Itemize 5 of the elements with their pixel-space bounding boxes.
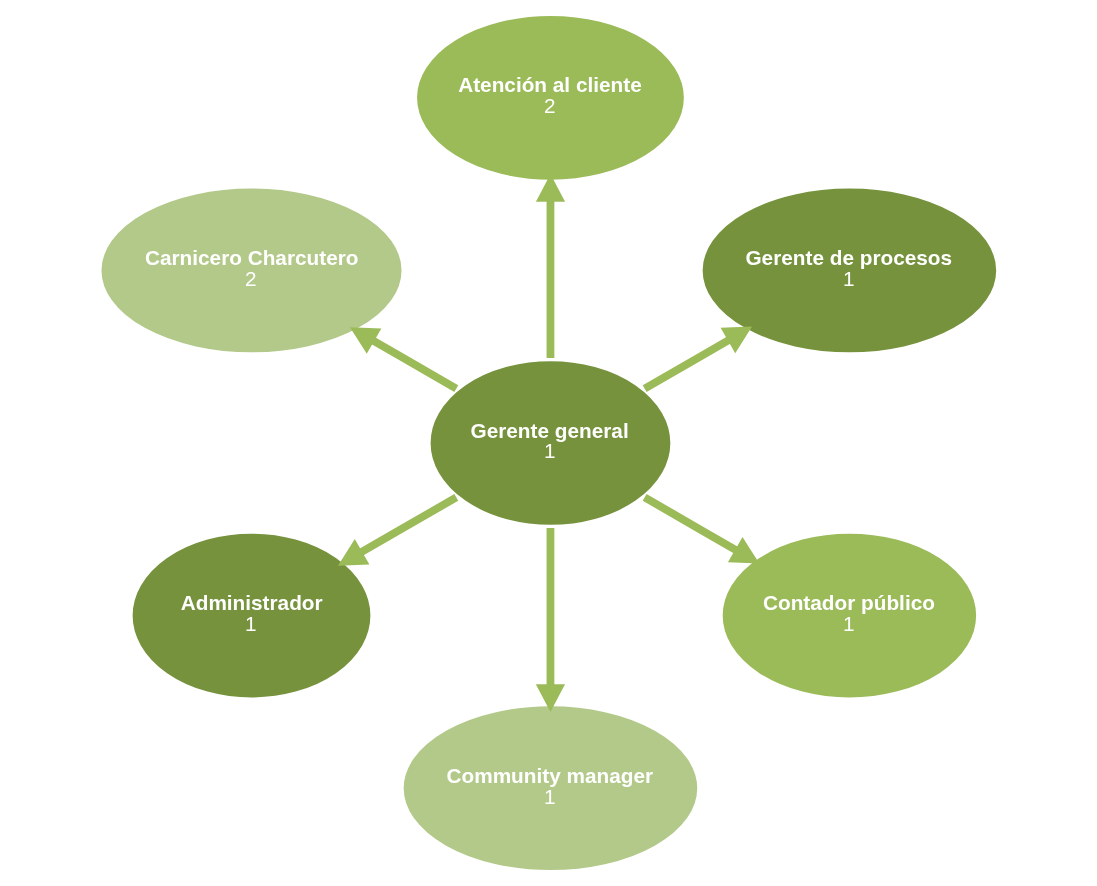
arrow: [642, 494, 759, 564]
arrow: [642, 326, 752, 392]
arrow: [535, 527, 565, 713]
arrow: [337, 494, 458, 566]
arrow: [349, 327, 458, 392]
